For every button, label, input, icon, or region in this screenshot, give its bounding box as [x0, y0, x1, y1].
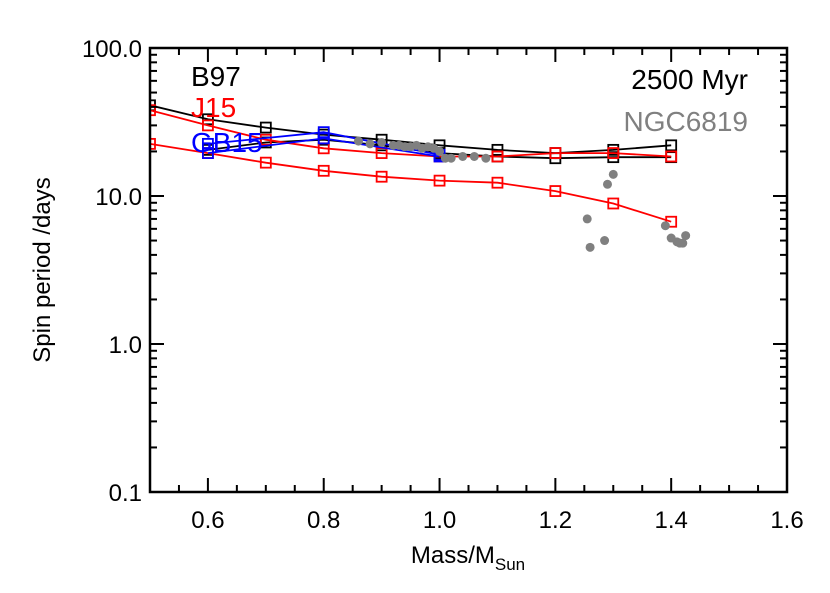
ngc6819-point — [435, 146, 445, 156]
ngc6819-point — [608, 169, 618, 179]
b97-marker — [259, 121, 272, 134]
ngc6819-point — [602, 179, 612, 189]
annotation-cluster: NGC6819 — [623, 106, 748, 137]
gb15-marker — [202, 147, 214, 159]
ngc6819-point — [660, 221, 670, 231]
legend-label-j15: J15 — [191, 92, 236, 123]
j15-marker — [607, 197, 620, 210]
b97-marker — [491, 143, 504, 156]
j15-marker — [259, 133, 272, 146]
gb15-line-2 — [207, 137, 440, 158]
x-axis-label-subscript: Sun — [495, 555, 525, 574]
j15-marker — [549, 147, 562, 159]
j15-marker — [150, 104, 156, 117]
x-tick-label: 1.0 — [423, 507, 456, 534]
series-ngc6819 — [353, 136, 691, 252]
x-axis-label: Mass/MSun — [411, 542, 525, 574]
ngc6819-point — [481, 153, 491, 163]
y-tick-label: 100.0 — [82, 36, 142, 63]
ngc6819-point — [585, 242, 595, 252]
ngc6819-point — [600, 236, 610, 246]
ngc6819-point — [458, 151, 468, 161]
ngc6819-point — [365, 139, 375, 149]
ticks: 0.6 0.8 1.0 1.2 1.4 1.6 0.1 1.0 10.0 100.0 — [82, 36, 804, 534]
x-tick-label: 1.2 — [539, 507, 572, 534]
x-tick-label: 0.6 — [191, 507, 224, 534]
j15-marker — [491, 150, 504, 163]
x-tick-label: 1.6 — [770, 507, 803, 534]
gb15-marker — [317, 132, 330, 145]
j15-marker — [150, 137, 156, 150]
ngc6819-point — [353, 136, 363, 146]
j15-line-2 — [150, 143, 672, 223]
ngc6819-point — [678, 238, 688, 248]
ngc6819-point — [446, 153, 456, 163]
j15-marker — [665, 150, 678, 163]
j15-marker — [549, 185, 562, 197]
ngc6819-point — [377, 137, 387, 147]
j15-line-1 — [150, 109, 672, 158]
y-axis-label: Spin period /days — [29, 177, 56, 362]
y-tick-label: 0.1 — [109, 480, 142, 507]
ngc6819-point — [469, 151, 479, 161]
legend-label-b97: B97 — [191, 61, 241, 92]
gb15-marker — [317, 126, 330, 139]
b97-marker — [202, 113, 214, 126]
j15-marker — [317, 164, 330, 177]
ngc6819-point — [582, 214, 592, 224]
y-tick-label: 10.0 — [95, 184, 142, 211]
j15-marker — [375, 170, 388, 183]
legend-label-gb15: GB15 — [191, 127, 263, 158]
j15-marker — [202, 119, 214, 132]
j15-marker — [491, 176, 504, 189]
j15-marker — [433, 174, 446, 187]
series-group — [150, 99, 691, 252]
j15-marker — [607, 147, 620, 159]
j15-marker — [259, 156, 272, 169]
y-tick-label: 1.0 — [109, 332, 142, 359]
x-axis-label-main: Mass/M — [411, 542, 495, 569]
x-tick-label: 1.4 — [654, 507, 687, 534]
x-tick-label: 0.8 — [307, 507, 340, 534]
ngc6819-point — [681, 231, 691, 241]
annotation-epoch: 2500 Myr — [631, 64, 748, 95]
b97-marker — [665, 139, 678, 152]
plot-frame — [148, 46, 789, 494]
